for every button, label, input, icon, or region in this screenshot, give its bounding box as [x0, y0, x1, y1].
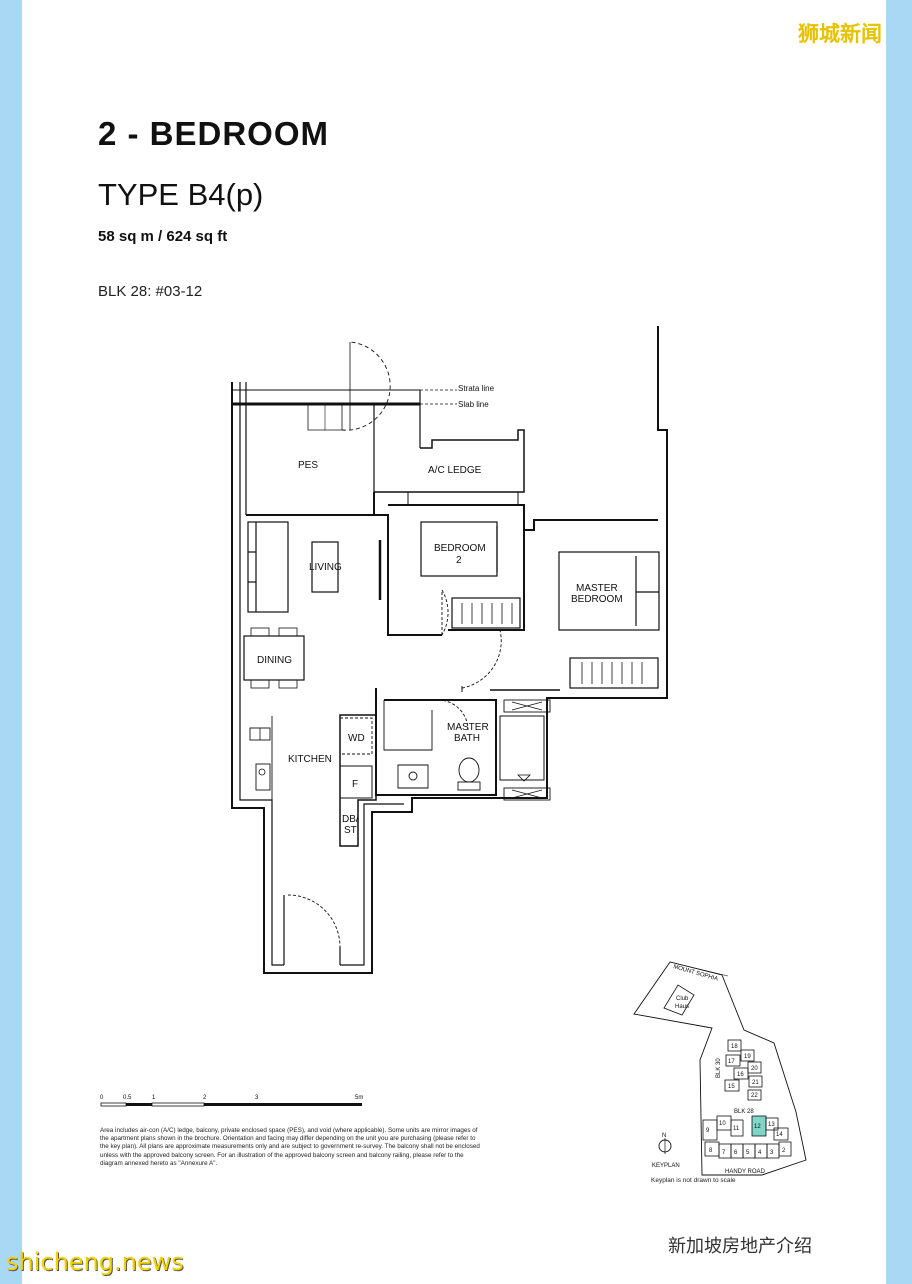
- kp-unit-2: 2: [782, 1148, 786, 1154]
- kp-unit-22: 22: [751, 1093, 758, 1099]
- wd-label: WD: [348, 733, 365, 744]
- page-title: 2 - BEDROOM: [98, 115, 330, 152]
- keyplan-road-top: MOUNT SOPHIA: [672, 964, 718, 983]
- kp-unit-18: 18: [731, 1044, 738, 1050]
- kp-unit-17: 17: [728, 1059, 735, 1065]
- dbst-label-line1: DB/: [342, 814, 359, 825]
- keyplan-label: KEYPLAN: [652, 1163, 680, 1169]
- strata-line-label: Strata line: [458, 384, 495, 393]
- keyplan-north: N: [662, 1133, 666, 1139]
- kp-unit-11: 11: [733, 1126, 740, 1132]
- kp-unit-13: 13: [768, 1122, 775, 1128]
- scale-tick-2: 2: [203, 1095, 207, 1101]
- keyplan-blk30: BLK 30: [716, 1058, 722, 1078]
- floor-plan-drawing: Strata line Slab line PES A/C LEDGE LIVI…: [100, 326, 807, 1176]
- master-bath-label-line1: MASTER: [447, 722, 489, 733]
- kp-unit-7: 7: [722, 1150, 726, 1156]
- kp-unit-3: 3: [770, 1150, 774, 1156]
- scale-tick-0: 0: [100, 1095, 104, 1101]
- bedroom2-label-line2: 2: [456, 555, 462, 566]
- kp-unit-14: 14: [776, 1132, 783, 1138]
- keyplan-blk28: BLK 28: [734, 1109, 754, 1115]
- ac-ledge-label: A/C LEDGE: [428, 465, 482, 476]
- unit-area: 58 sq m / 624 sq ft: [98, 228, 228, 245]
- scale-bar: 0 0.5 1 2 3 5m: [100, 1095, 363, 1107]
- master-bedroom-label-line2: BEDROOM: [571, 594, 623, 605]
- fridge-label: F: [352, 779, 358, 790]
- master-bedroom-label-line1: MASTER: [576, 583, 618, 594]
- scale-tick-1: 1: [152, 1095, 156, 1101]
- keyplan-club-line1: Club: [676, 996, 689, 1002]
- kp-unit-19: 19: [744, 1054, 751, 1060]
- kp-unit-16: 16: [737, 1072, 744, 1078]
- living-label: LIVING: [309, 562, 342, 573]
- kp-unit-6: 6: [734, 1150, 738, 1156]
- pes-label: PES: [298, 460, 318, 471]
- kp-unit-8: 8: [709, 1148, 713, 1154]
- kp-unit-15: 15: [728, 1084, 735, 1090]
- keyplan-handy-road: HANDY ROAD: [725, 1169, 766, 1175]
- watermark-bottom-left: shicheng.news: [6, 1248, 184, 1276]
- bedroom2-label-line1: BEDROOM: [434, 543, 486, 554]
- keyplan-map: [633, 961, 807, 1176]
- keyplan-unit-numbers: 18 17 19 16 20 15 21 22 9 10 11 12 13 14…: [706, 1044, 786, 1156]
- kp-unit-4: 4: [758, 1150, 762, 1156]
- scale-tick-5m: 5m: [355, 1095, 363, 1101]
- unit-type: TYPE B4(p): [98, 177, 264, 212]
- kp-unit-20: 20: [751, 1066, 758, 1072]
- kp-unit-10: 10: [719, 1121, 726, 1127]
- kp-unit-5: 5: [746, 1150, 750, 1156]
- area-disclaimer: Area includes air-con (A/C) ledge, balco…: [100, 1127, 480, 1167]
- scale-tick-0-5: 0.5: [123, 1095, 132, 1101]
- keyplan-note: Keyplan is not drawn to scale: [651, 1177, 736, 1184]
- dining-label: DINING: [257, 655, 292, 666]
- kp-unit-21: 21: [752, 1080, 759, 1086]
- scale-tick-3: 3: [255, 1095, 259, 1101]
- watermark-bottom-right: 新加坡房地产介绍: [668, 1236, 812, 1257]
- keyplan-club-line2: Haus: [675, 1004, 689, 1010]
- floorplan-page: 2 - BEDROOM TYPE B4(p) 58 sq m / 624 sq …: [22, 0, 886, 1284]
- unit-number: BLK 28: #03-12: [98, 283, 203, 300]
- kp-unit-12: 12: [754, 1124, 761, 1130]
- master-bath-label-line2: BATH: [454, 733, 480, 744]
- kp-unit-9: 9: [706, 1128, 710, 1134]
- watermark-top-right: 狮城新闻: [798, 22, 882, 46]
- dbst-label-line2: ST: [344, 825, 357, 836]
- kitchen-label: KITCHEN: [288, 754, 332, 765]
- slab-line-label: Slab line: [458, 400, 489, 409]
